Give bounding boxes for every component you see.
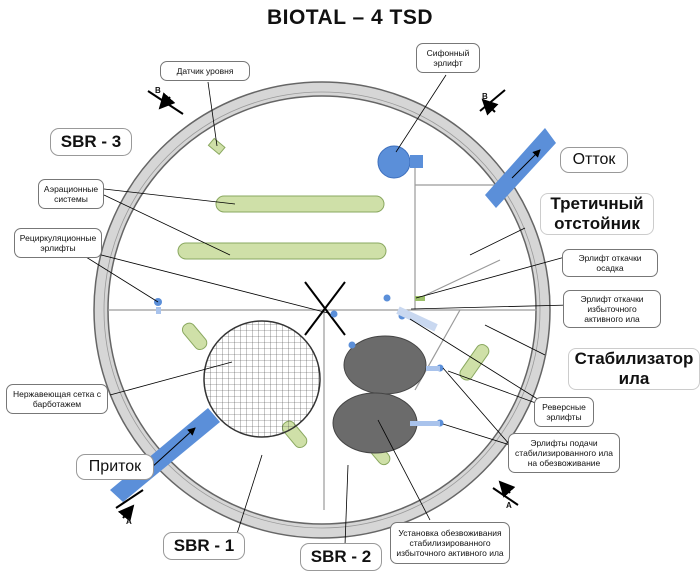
label-tertiary: Третичный отстойник [540, 193, 654, 235]
label-sbr1: SBR - 1 [163, 532, 245, 560]
label-outflow: Отток [560, 147, 628, 173]
callout-sludge-pump: Эрлифт откачки осадка [562, 249, 658, 277]
airlift-dots [154, 294, 444, 427]
label-sbr2: SBR - 2 [300, 543, 382, 571]
section-b-left: B [155, 86, 161, 95]
callout-siphon-airlift: Сифонный эрлифт [416, 43, 480, 73]
center-cross [304, 281, 346, 336]
callout-recirculation: Рециркуляционные эрлифты [14, 228, 102, 258]
dewatering-ellipses [332, 335, 427, 454]
callout-excess-sludge: Эрлифт откачки избыточного активного ила [563, 290, 661, 328]
section-marks [115, 89, 519, 522]
section-b-right: B [482, 92, 488, 101]
callout-mesh: Нержавеющая сетка с барботажем [6, 384, 108, 414]
label-stabilizer: Стабилизатор ила [568, 348, 700, 390]
page-title: BIOTAL – 4 TSD [266, 6, 434, 29]
section-a-left: A [126, 517, 132, 526]
leader-lines [69, 74, 571, 546]
callout-dewatering: Установка обезвоживания стабилизированно… [390, 522, 510, 564]
inner-ring-line [103, 91, 541, 529]
siphon-circle [377, 145, 411, 179]
label-sbr3: SBR - 3 [50, 128, 132, 156]
callout-level-sensor: Датчик уровня [160, 61, 250, 81]
section-a-right: A [506, 501, 512, 510]
mesh-circle [203, 320, 321, 438]
label-inflow: Приток [76, 454, 154, 480]
callout-reverse: Реверсные эрлифты [534, 397, 594, 427]
callout-aeration: Аэрационные системы [38, 179, 104, 209]
callout-feed-airlifts: Эрлифты подачи стабилизированного ила на… [508, 433, 620, 473]
